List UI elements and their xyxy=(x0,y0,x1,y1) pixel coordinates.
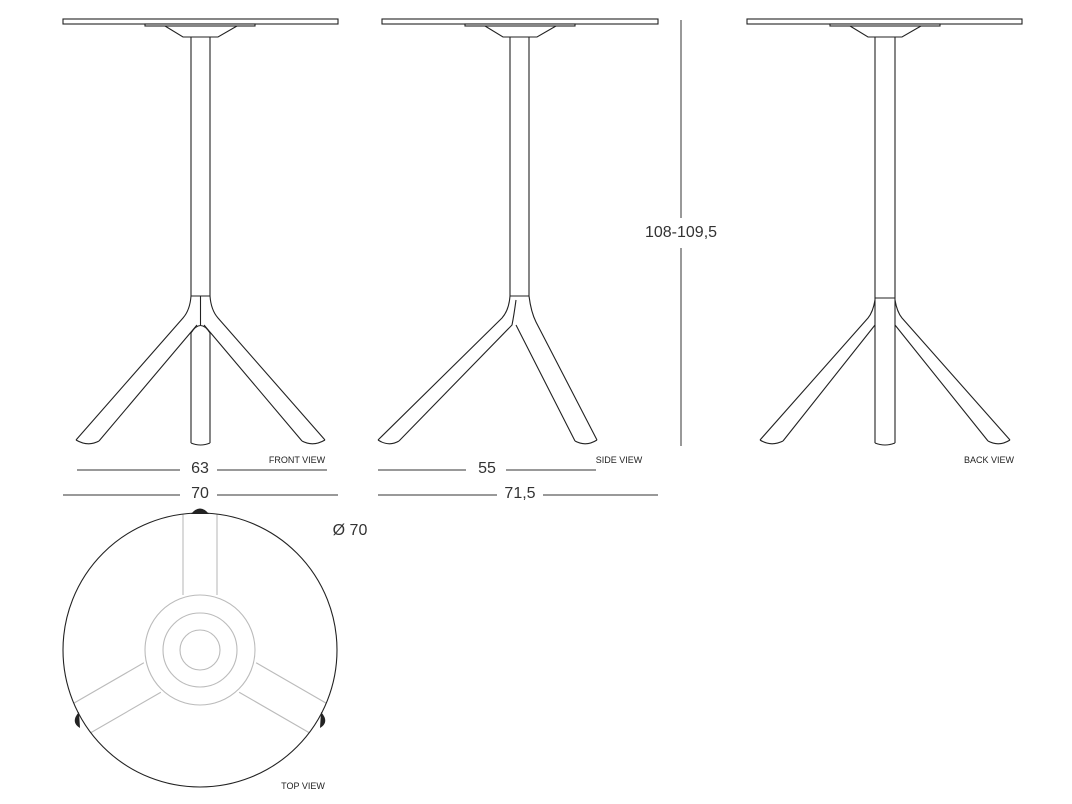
front-view-label: FRONT VIEW xyxy=(269,455,326,465)
back-view-drawing xyxy=(746,18,1023,446)
front-view-drawing xyxy=(62,18,339,446)
height-dimension: 108-109,5 xyxy=(645,224,717,241)
side-view-label: SIDE VIEW xyxy=(596,455,643,465)
top-view-drawing xyxy=(62,508,338,788)
top-view-label: TOP VIEW xyxy=(281,781,325,791)
side-base-dimension: 55 xyxy=(478,460,496,477)
side-view-drawing xyxy=(377,18,659,445)
side-top-dimension: 71,5 xyxy=(504,485,535,502)
front-base-dimension: 63 xyxy=(191,460,209,477)
front-top-dimension: 70 xyxy=(191,485,209,502)
back-view-label: BACK VIEW xyxy=(964,455,1015,465)
diameter-dimension: Ø 70 xyxy=(333,522,368,539)
